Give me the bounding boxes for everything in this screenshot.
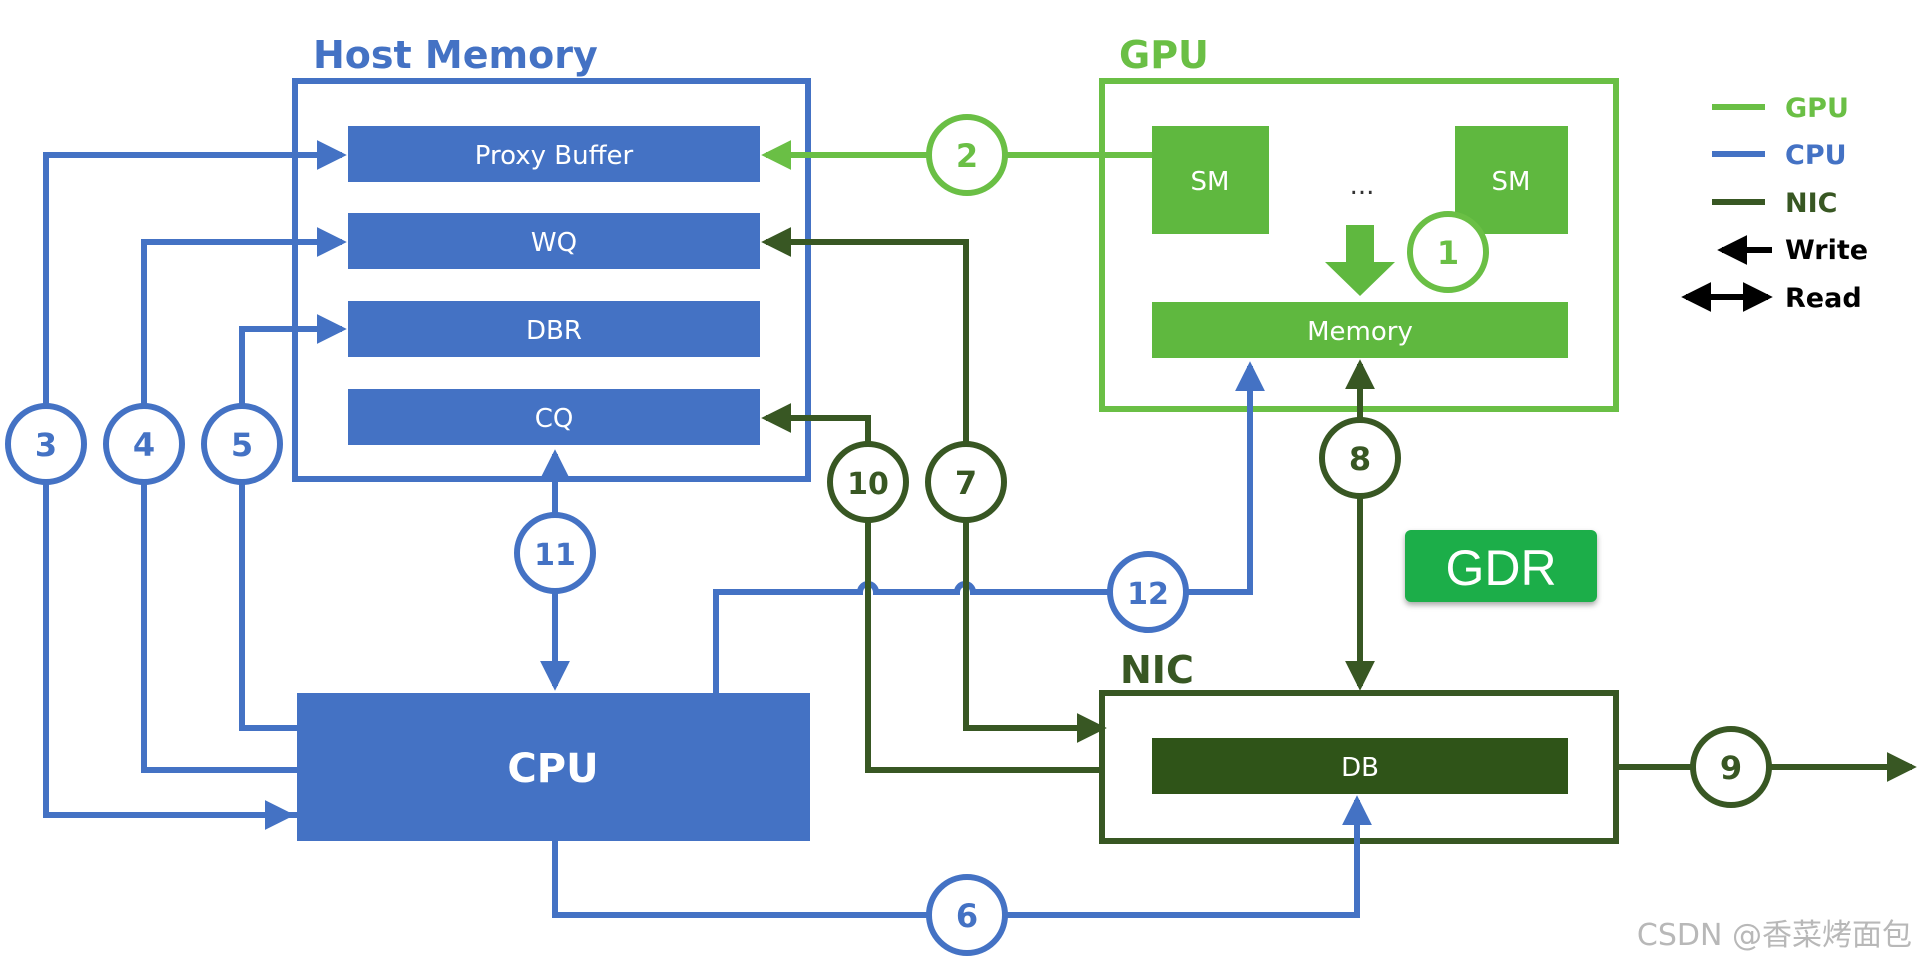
svg-text:11: 11 xyxy=(534,538,576,573)
dbr-block xyxy=(348,301,760,357)
gdr-badge xyxy=(1405,530,1597,602)
host-memory-title: Host Memory xyxy=(313,33,598,77)
gpu-memory-label: Memory xyxy=(1307,317,1413,347)
legend-read-label: Read xyxy=(1785,283,1862,314)
cq-block xyxy=(348,389,760,445)
cq-label: CQ xyxy=(535,404,574,434)
db-label: DB xyxy=(1341,753,1379,783)
sm-right-block xyxy=(1455,126,1568,234)
step-3-circle: 3 xyxy=(5,403,87,485)
svg-text:10: 10 xyxy=(847,467,889,502)
step-11-circle: 11 xyxy=(514,512,596,594)
svg-text:2: 2 xyxy=(956,137,978,175)
legend: GPU CPU NIC Write Read xyxy=(1681,93,1868,314)
svg-text:4: 4 xyxy=(133,426,155,464)
svg-text:8: 8 xyxy=(1349,440,1371,478)
path-cpu-wq xyxy=(141,227,347,773)
db-block xyxy=(1152,738,1568,794)
sm-left-block xyxy=(1152,126,1269,234)
step-4-circle: 4 xyxy=(103,403,185,485)
proxy-buffer-label: Proxy Buffer xyxy=(475,141,634,171)
svg-text:5: 5 xyxy=(231,426,253,464)
svg-text:12: 12 xyxy=(1127,577,1169,612)
legend-nic-label: NIC xyxy=(1785,188,1837,219)
sm-right-label: SM xyxy=(1492,167,1531,197)
svg-text:3: 3 xyxy=(35,426,57,464)
proxy-buffer-block xyxy=(348,126,760,182)
step-8-circle: 8 xyxy=(1319,417,1401,499)
wq-block xyxy=(348,213,760,269)
step-2-circle: 2 xyxy=(926,114,1008,196)
watermark: CSDN @香菜烤面包 xyxy=(1637,918,1912,953)
svg-text:9: 9 xyxy=(1720,749,1742,787)
step-5-circle: 5 xyxy=(201,403,283,485)
nic-title: NIC xyxy=(1120,648,1194,692)
cpu-label: CPU xyxy=(507,746,598,792)
sm-left-label: SM xyxy=(1191,167,1230,197)
path-nic-cq xyxy=(761,403,1102,773)
gpu-memory-block xyxy=(1152,302,1568,358)
step-12-circle: 12 xyxy=(1107,551,1189,633)
gdr-label: GDR xyxy=(1445,540,1556,596)
dbr-label: DBR xyxy=(526,316,582,346)
sm-to-memory-arrow xyxy=(1325,225,1395,296)
svg-text:1: 1 xyxy=(1437,234,1459,272)
step-6-circle: 6 xyxy=(926,874,1008,956)
legend-gpu-label: GPU xyxy=(1785,93,1849,124)
gpu-title: GPU xyxy=(1119,33,1209,77)
svg-text:7: 7 xyxy=(955,464,977,502)
cpu-block xyxy=(297,693,810,841)
step-7-circle: 7 xyxy=(925,441,1007,523)
sm-ellipsis: ... xyxy=(1350,171,1375,201)
legend-cpu-label: CPU xyxy=(1785,140,1847,171)
svg-text:6: 6 xyxy=(956,897,978,935)
path-cpu-dbr xyxy=(239,314,347,731)
step-10-circle: 10 xyxy=(827,441,909,523)
wq-label: WQ xyxy=(531,228,577,258)
step-1-circle: 1 xyxy=(1407,211,1489,293)
step-9-circle: 9 xyxy=(1690,726,1772,808)
legend-write-label: Write xyxy=(1785,235,1868,266)
